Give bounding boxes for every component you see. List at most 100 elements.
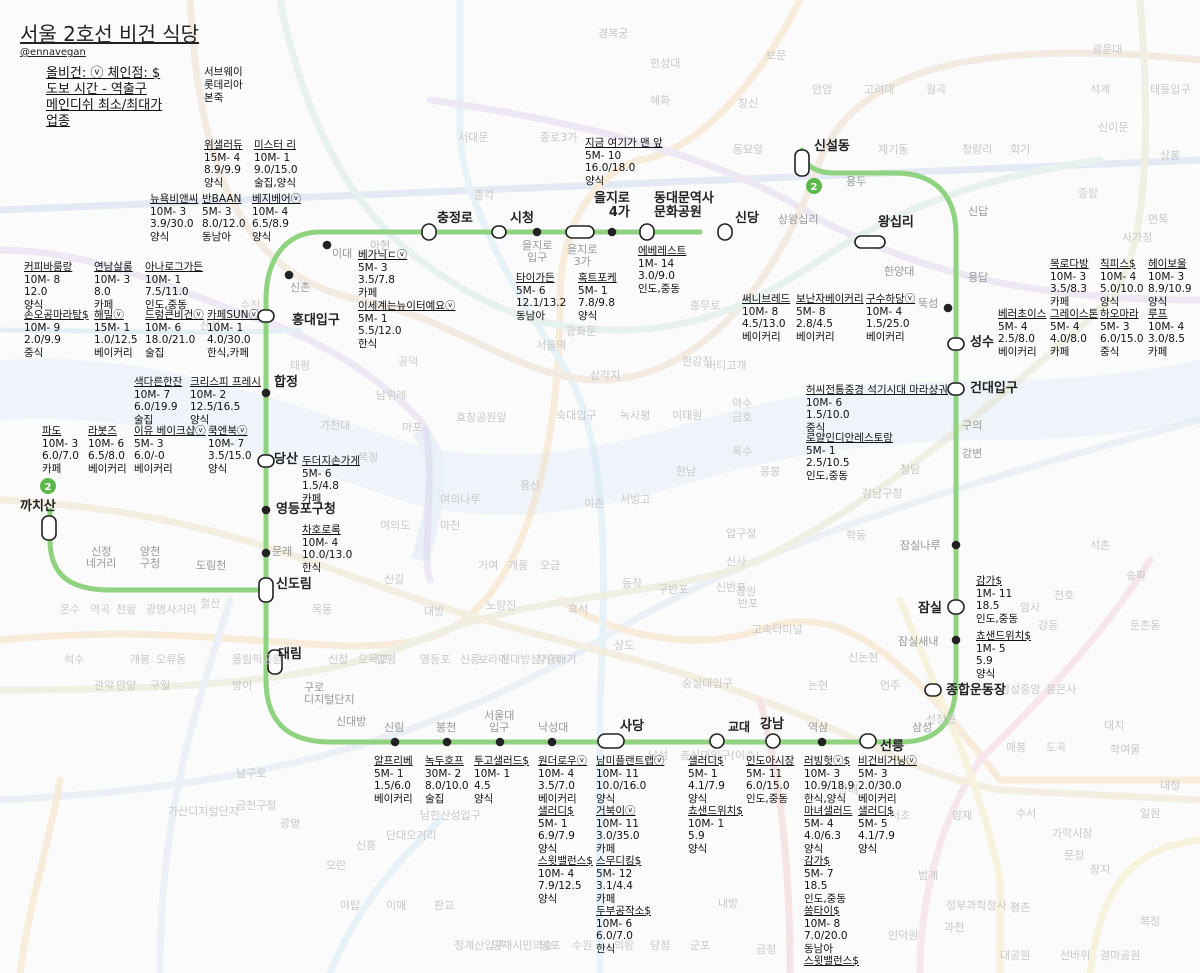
station-yongdap[interactable]: 용답 [968,271,989,284]
station-euljiro4[interactable]: 을지로 4가 [594,191,630,220]
station-sinchon[interactable]: 신촌 [290,281,311,294]
station-sillim[interactable]: 신림 [384,721,405,734]
station-seolleung[interactable]: 선릉 [880,739,904,754]
station-wangsimni[interactable]: 왕십리 [878,215,914,230]
station-gangbyeon[interactable]: 강변 [962,447,983,460]
station-sindap[interactable]: 신답 [968,205,989,218]
station-sangwangsimni[interactable]: 상왕십리 [778,213,819,226]
station-jamsilsaenae[interactable]: 잠실새내 [898,635,939,648]
station-sicheong[interactable]: 시청 [510,211,534,226]
station-gyodae[interactable]: 교대 [728,720,751,734]
station-yongdu[interactable]: 용두 [846,175,867,188]
station-ddp[interactable]: 동대문역사 문화공원 [654,191,714,220]
station-sadang[interactable]: 사당 [620,719,644,734]
station-sinjeong-negeori[interactable]: 신정 네거리 [86,545,117,570]
station-euljiro-ipgu[interactable]: 을지로 입구 [522,239,553,264]
station-sports-complex[interactable]: 종합운동장 [946,683,1006,698]
station-nakseongdae[interactable]: 낙성대 [538,721,569,734]
station-sinseoldong[interactable]: 신설동 [814,139,850,154]
station-kkachisan[interactable]: 까치산 [20,499,56,514]
station-ahyeon[interactable]: 아현 [370,239,391,252]
station-seongsu[interactable]: 성수 [970,335,994,350]
station-bongcheon[interactable]: 봉천 [436,721,457,734]
station-samseong[interactable]: 삼성 [912,721,933,734]
station-gangnam[interactable]: 강남 [760,717,784,732]
station-guui[interactable]: 구의 [962,419,983,432]
station-daerim[interactable]: 대림 [278,647,302,662]
station-sindorim[interactable]: 신도림 [276,577,312,592]
station-yeoksam[interactable]: 역삼 [808,721,829,734]
station-hapjeong[interactable]: 합정 [274,375,298,390]
station-ewha[interactable]: 이대 [332,247,353,260]
restaurant-label[interactable]: 스윗밸런스$ [804,955,859,967]
station-mullae[interactable]: 문래 [272,545,293,558]
station-yangcheon-gu[interactable]: 양천 구청 [140,545,161,570]
station-guro-digital[interactable]: 구로 디지털단지 [304,681,355,706]
station-sindang[interactable]: 신당 [735,211,759,226]
station-dangsan[interactable]: 당산 [274,452,298,467]
station-ttukseom[interactable]: 뚝섬 [918,297,939,310]
station-seouldae[interactable]: 서울대 입구 [484,709,515,734]
station-chungjeongno[interactable]: 충정로 [437,211,473,226]
station-yeongdeungpo-gu[interactable]: 영등포구청 [276,502,336,517]
station-hongik[interactable]: 홍대입구 [292,313,340,328]
station-hanyang[interactable]: 한양대 [884,265,915,278]
station-jamsil[interactable]: 잠실 [918,601,942,616]
station-euljiro3[interactable]: 을지로 3가 [567,243,598,268]
station-dorimcheon[interactable]: 도림천 [196,559,227,572]
station-konkuk[interactable]: 건대입구 [970,381,1018,396]
